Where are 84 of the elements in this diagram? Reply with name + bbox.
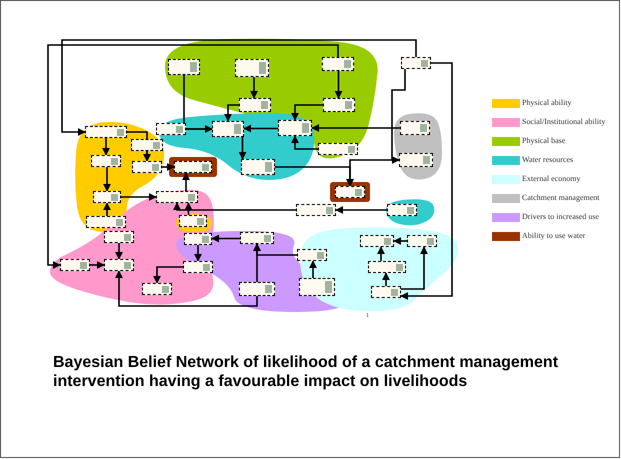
arrow bbox=[102, 138, 110, 156]
network-node-box bbox=[86, 216, 126, 228]
network-node-box bbox=[407, 235, 437, 247]
legend-label: Physical base bbox=[522, 136, 566, 146]
arrow bbox=[243, 124, 278, 132]
network-node-box bbox=[156, 191, 198, 203]
legend-label: Water resources bbox=[522, 155, 574, 165]
arrow bbox=[309, 260, 317, 278]
network-node-box bbox=[93, 191, 121, 203]
arrow bbox=[186, 125, 213, 133]
legend-label: Ability to use water bbox=[522, 231, 586, 241]
network-node-box bbox=[184, 233, 212, 245]
arrow bbox=[115, 270, 258, 307]
network-node-box bbox=[401, 57, 431, 69]
arrow bbox=[291, 135, 318, 150]
arrow bbox=[311, 124, 400, 132]
arrow bbox=[194, 245, 202, 262]
legend-label: Catchment management bbox=[522, 193, 601, 203]
arrow bbox=[90, 261, 105, 269]
arrow bbox=[335, 206, 387, 214]
arrow bbox=[153, 266, 183, 284]
network-node-box bbox=[387, 204, 417, 216]
network-node-box bbox=[400, 121, 430, 135]
network-node-box bbox=[131, 139, 163, 151]
diagram-title: Bayesian Belief Network of likelihood of a catchment management intervention having a favourable impact on livelihoods bbox=[53, 353, 560, 391]
network-node-box bbox=[174, 161, 212, 173]
legend-label: Physical ability bbox=[522, 98, 573, 108]
network-node-box bbox=[132, 161, 162, 173]
arrow bbox=[377, 246, 385, 261]
arrow bbox=[334, 71, 342, 99]
arrow bbox=[238, 137, 246, 160]
arrow bbox=[173, 202, 296, 211]
network-node-box bbox=[142, 283, 172, 295]
arrow bbox=[115, 243, 123, 260]
network-node-box bbox=[318, 143, 358, 155]
network-node-box bbox=[241, 159, 275, 175]
arrow bbox=[401, 246, 428, 290]
arrow bbox=[143, 151, 151, 162]
network-node-box bbox=[296, 204, 336, 216]
arrow bbox=[162, 163, 175, 171]
network-node-box bbox=[212, 121, 244, 137]
network-node-box bbox=[235, 59, 269, 77]
network-node-box bbox=[156, 123, 186, 135]
network-node-box bbox=[323, 98, 355, 112]
network-node-box bbox=[322, 57, 354, 71]
network-node-box bbox=[335, 186, 365, 198]
network-node-box bbox=[104, 259, 134, 271]
network-node-box bbox=[183, 261, 213, 273]
network-node-box bbox=[399, 153, 433, 167]
arrow bbox=[224, 104, 239, 122]
arrow bbox=[400, 62, 453, 300]
arrow bbox=[250, 77, 258, 99]
network-node-box bbox=[239, 98, 271, 112]
arrow bbox=[275, 166, 354, 187]
network-node-box bbox=[368, 261, 406, 273]
network-node-box bbox=[168, 59, 200, 75]
arrow bbox=[253, 243, 261, 282]
arrow bbox=[61, 39, 417, 136]
arrow bbox=[211, 234, 240, 242]
arrow bbox=[382, 272, 390, 286]
arrow bbox=[103, 202, 111, 216]
arrow bbox=[182, 172, 190, 191]
network-node-box bbox=[297, 249, 327, 261]
arrow bbox=[393, 237, 407, 245]
arrow bbox=[184, 202, 192, 215]
network-node-box bbox=[85, 126, 127, 138]
arrow bbox=[391, 69, 406, 164]
legend-label: Drivers to increased use bbox=[522, 212, 600, 222]
network-node-box bbox=[299, 278, 335, 296]
network-node-box bbox=[179, 215, 207, 227]
arrow bbox=[121, 193, 157, 201]
network-node-box bbox=[240, 232, 274, 244]
legend-label: Social/Institutional ability bbox=[522, 117, 606, 127]
network-node-box bbox=[239, 282, 275, 296]
network-node-box bbox=[360, 235, 394, 247]
network-node-box bbox=[91, 155, 121, 167]
arrow bbox=[103, 167, 111, 192]
arrow bbox=[47, 44, 339, 269]
arrow bbox=[291, 104, 323, 121]
network-node-box bbox=[278, 120, 312, 136]
network-node-box bbox=[60, 259, 90, 271]
network-node-box bbox=[371, 286, 401, 298]
legend-label: External economy bbox=[522, 174, 582, 184]
network-node-box bbox=[104, 231, 134, 243]
